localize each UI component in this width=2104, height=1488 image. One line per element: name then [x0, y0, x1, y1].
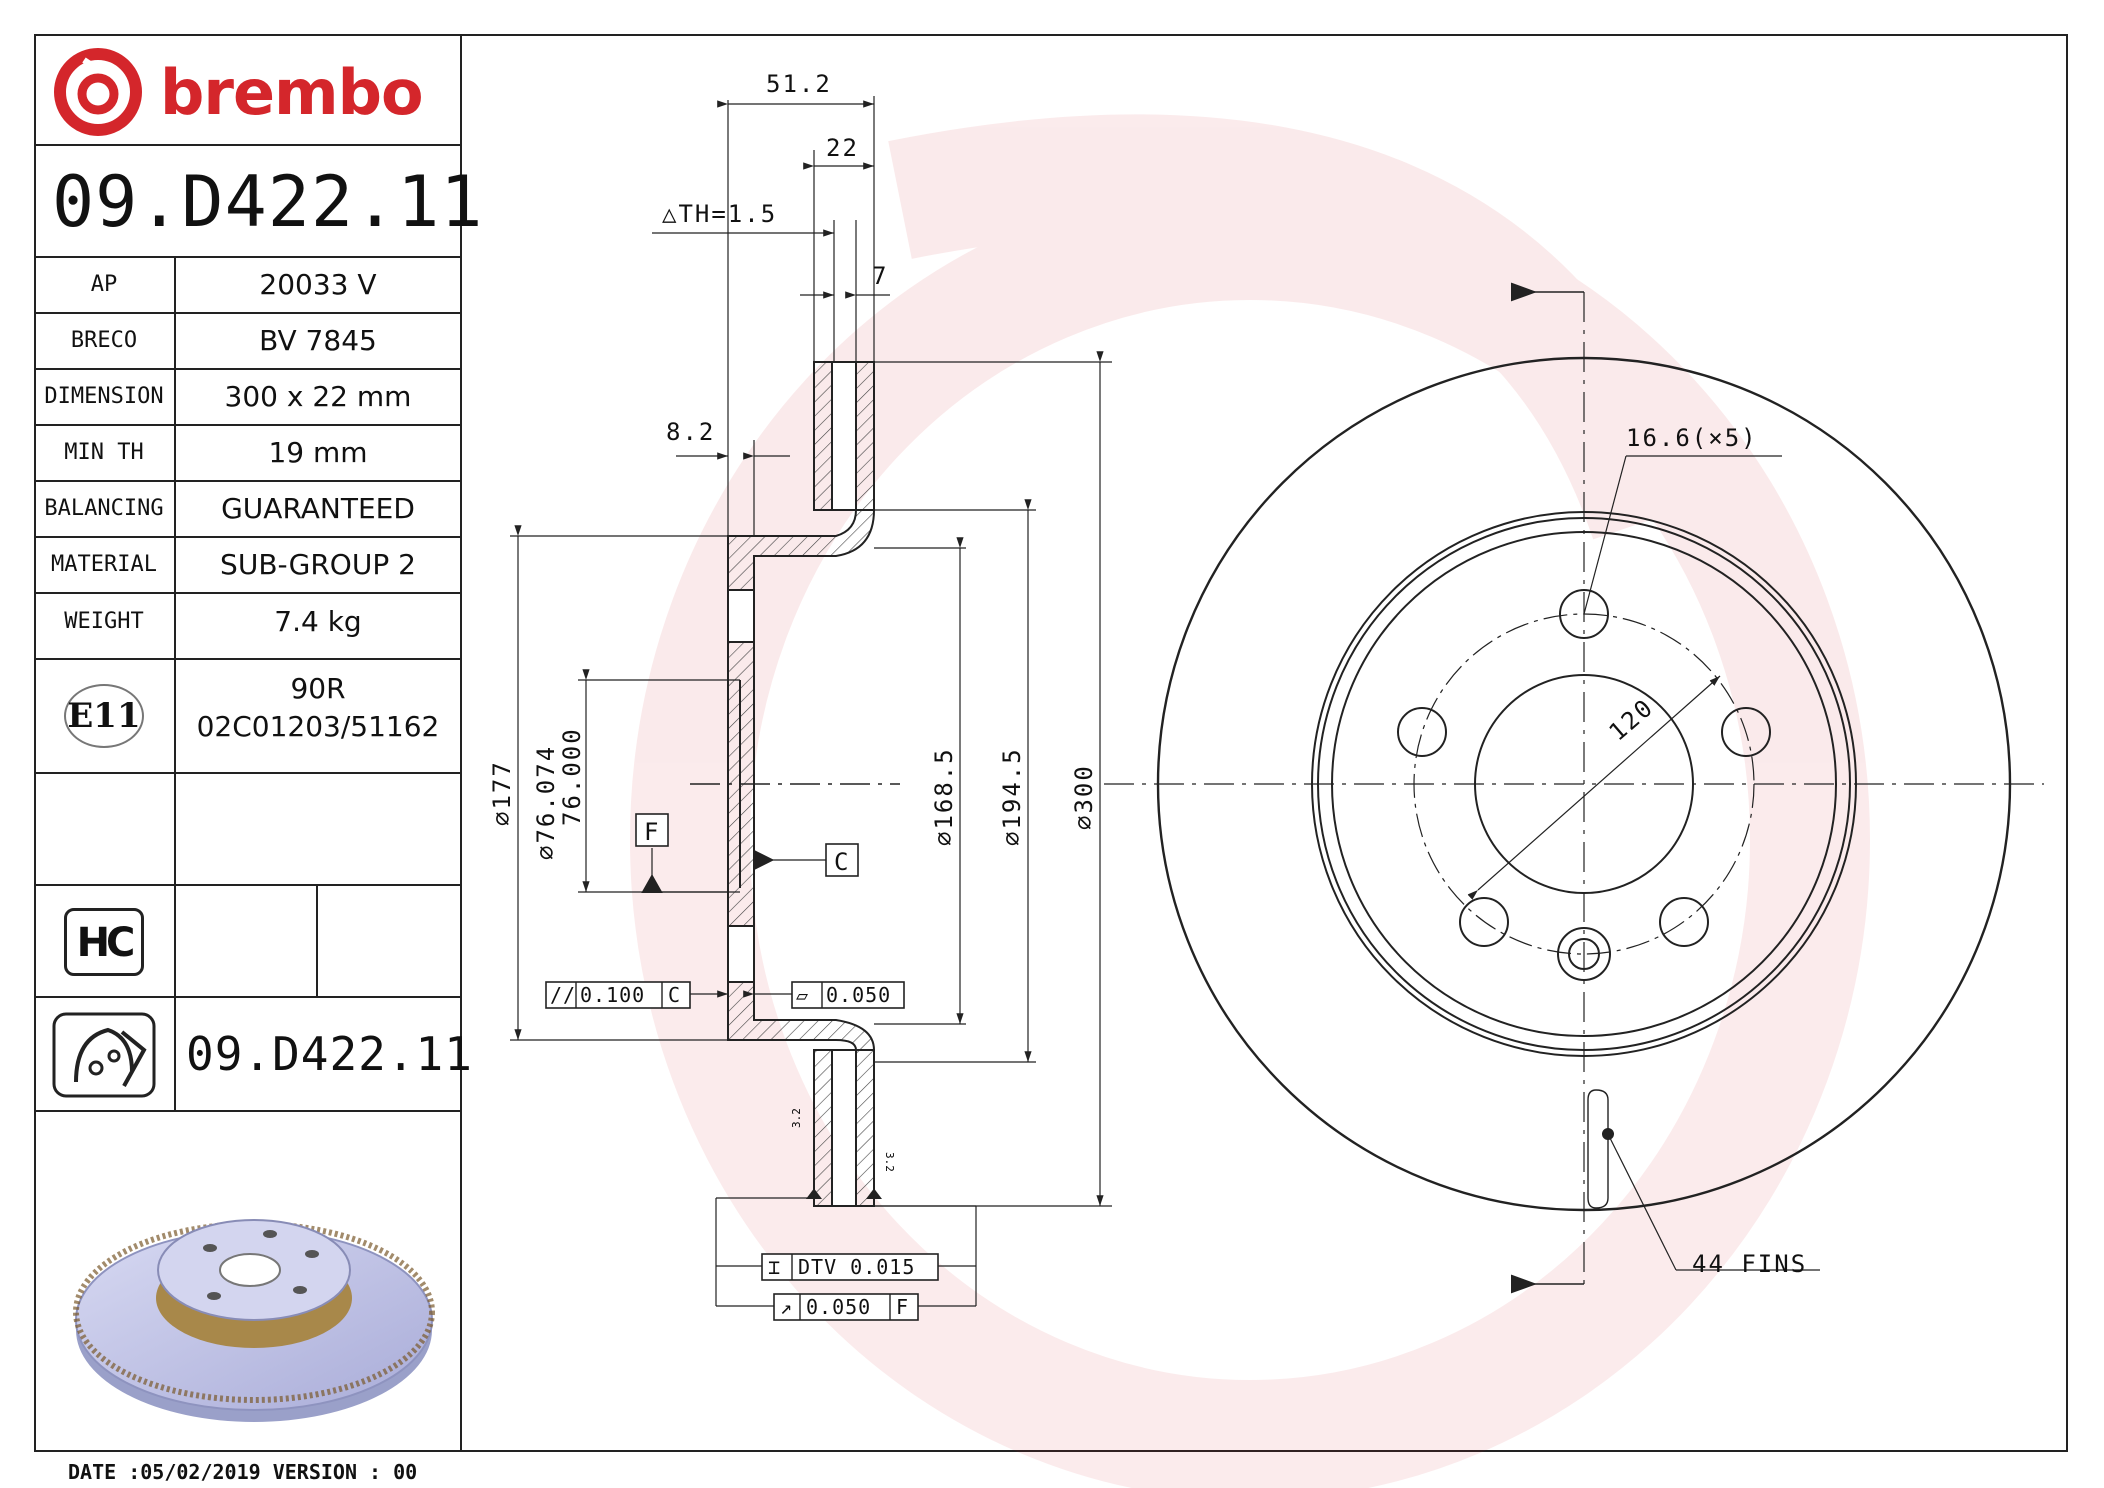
dim-d76-min: 76.000	[558, 727, 586, 826]
spec-row: DIMENSION 300 x 22 mm	[34, 370, 460, 426]
certification-row: E11 90R 02C01203/51162	[34, 660, 460, 774]
runout-frame	[773, 1293, 919, 1321]
hc-badge: HC	[64, 908, 144, 976]
dim-thickness: 22	[826, 134, 859, 162]
spec-row: BALANCING GUARANTEED	[34, 482, 460, 538]
datum-f-triangle	[641, 873, 663, 893]
dim-small-a: 3.2	[790, 1108, 803, 1128]
fin-outline	[1587, 1089, 1609, 1209]
spec-label: MIN TH	[34, 426, 176, 480]
datum-f-label: F	[644, 818, 660, 846]
spec-row: BRECO BV 7845	[34, 314, 460, 370]
dim-th-tolerance: △TH=1.5	[662, 200, 777, 228]
runout-datum: F	[896, 1295, 909, 1319]
bolt-hole-label: 16.6(×5)	[1626, 424, 1758, 452]
pcd-dim-line	[1467, 675, 1721, 900]
datum-c-triangle	[755, 850, 775, 870]
spec-label: MATERIAL	[34, 538, 176, 592]
vent-channel-lower	[831, 1049, 857, 1207]
pcd-label: 120	[1604, 693, 1660, 747]
front-view-labels: 16.6(×5) 120 44 FINS	[1604, 424, 1807, 1278]
empty-row	[34, 774, 460, 886]
spec-row: MATERIAL SUB-GROUP 2	[34, 538, 460, 594]
flatness-value: 0.050	[826, 983, 891, 1007]
drawing-frame	[34, 34, 2068, 1452]
parallel-frame	[545, 981, 691, 1009]
footer-date: DATE :05/02/2019 VERSION : 00	[68, 1460, 418, 1484]
datum-c-label: C	[834, 848, 850, 876]
parallel-datum: C	[668, 983, 681, 1007]
dtv-symbol: ⌶	[768, 1255, 781, 1279]
bolt-hole-1	[1559, 589, 1609, 639]
spec-row: MIN TH 19 mm	[34, 426, 460, 482]
spec-label: AP	[34, 258, 176, 312]
divider	[316, 886, 318, 998]
spec-value: BV 7845	[259, 324, 377, 357]
flatness-symbol: ▱	[796, 983, 809, 1007]
spec-label: WEIGHT	[34, 594, 176, 658]
datum-c-box	[825, 843, 859, 877]
spec-value: 19 mm	[268, 436, 368, 469]
cert-cell: E11	[34, 660, 176, 772]
spec-label: DIMENSION	[34, 370, 176, 424]
spec-value: 300 x 22 mm	[224, 380, 412, 413]
fins-label: 44 FINS	[1692, 1250, 1807, 1278]
section-arrow-bottom	[1511, 1274, 1537, 1294]
hat-profile	[727, 509, 876, 1051]
title-block: brembo 09.D422.11 AP 20033 V BRECO BV 78…	[34, 34, 482, 1452]
dim-overall-height: 51.2	[766, 70, 832, 98]
hat-hole-upper	[727, 589, 755, 643]
section-dimensions: 51.2 22 △TH=1.5 7 8.2 ∅177 ∅76.074 76.00…	[488, 70, 1098, 1319]
spec-row: WEIGHT 7.4 kg	[34, 594, 460, 660]
hat-hole-lower	[727, 925, 755, 983]
dim-d76-max: ∅76.074	[532, 745, 560, 860]
spec-value: 20033 V	[259, 268, 377, 301]
section-arrow-top	[1511, 282, 1537, 302]
dim-d300: ∅300	[1070, 764, 1098, 830]
bolt-hole-2	[1721, 707, 1771, 757]
parallel-symbol: //	[550, 983, 576, 1007]
disc-profile-icon	[52, 1012, 156, 1098]
brand-logo: brembo	[34, 34, 460, 146]
hc-row: HC	[34, 886, 460, 998]
divider	[174, 998, 176, 1110]
disc-rendering	[73, 1219, 435, 1422]
brand-name: brembo	[160, 56, 424, 129]
spec-value: GUARANTEED	[221, 492, 415, 525]
runout-value: 0.050	[806, 1295, 871, 1319]
parallel-value: 0.100	[580, 983, 645, 1007]
spec-value: SUB-GROUP 2	[220, 548, 416, 581]
dim-d194: ∅194.5	[998, 747, 1026, 846]
bolt-hole-5	[1397, 707, 1447, 757]
vent-channel-upper	[831, 361, 857, 511]
dim-hat-offset: 8.2	[666, 418, 715, 446]
flatness-frame	[791, 981, 905, 1009]
front-view	[1104, 282, 2044, 1294]
dim-small-b: 3.2	[883, 1152, 896, 1172]
divider	[174, 774, 176, 886]
dtv-value: DTV 0.015	[798, 1255, 915, 1279]
spec-value: 7.4 kg	[274, 605, 362, 638]
part-number-row: 09.D422.11	[34, 998, 472, 1112]
spec-row: AP 20033 V	[34, 258, 460, 314]
dim-cheek: 7	[872, 262, 888, 290]
divider	[174, 886, 176, 998]
section-view	[510, 96, 1112, 1321]
cert-regulation: 90R	[290, 672, 346, 705]
spec-label: BRECO	[34, 314, 176, 368]
e11-mark: E11	[64, 684, 144, 748]
datum-f-box	[635, 813, 669, 847]
cert-approval: 02C01203/51162	[196, 710, 440, 743]
part-number: 09.D422.11	[34, 146, 482, 258]
dim-d168: ∅168.5	[930, 747, 958, 846]
runout-symbol: ↗	[780, 1295, 793, 1319]
part-number-repeat: 09.D422.11	[186, 1027, 473, 1081]
brembo-mark-icon	[54, 48, 142, 136]
dim-d177: ∅177	[488, 760, 516, 826]
spec-label: BALANCING	[34, 482, 176, 536]
